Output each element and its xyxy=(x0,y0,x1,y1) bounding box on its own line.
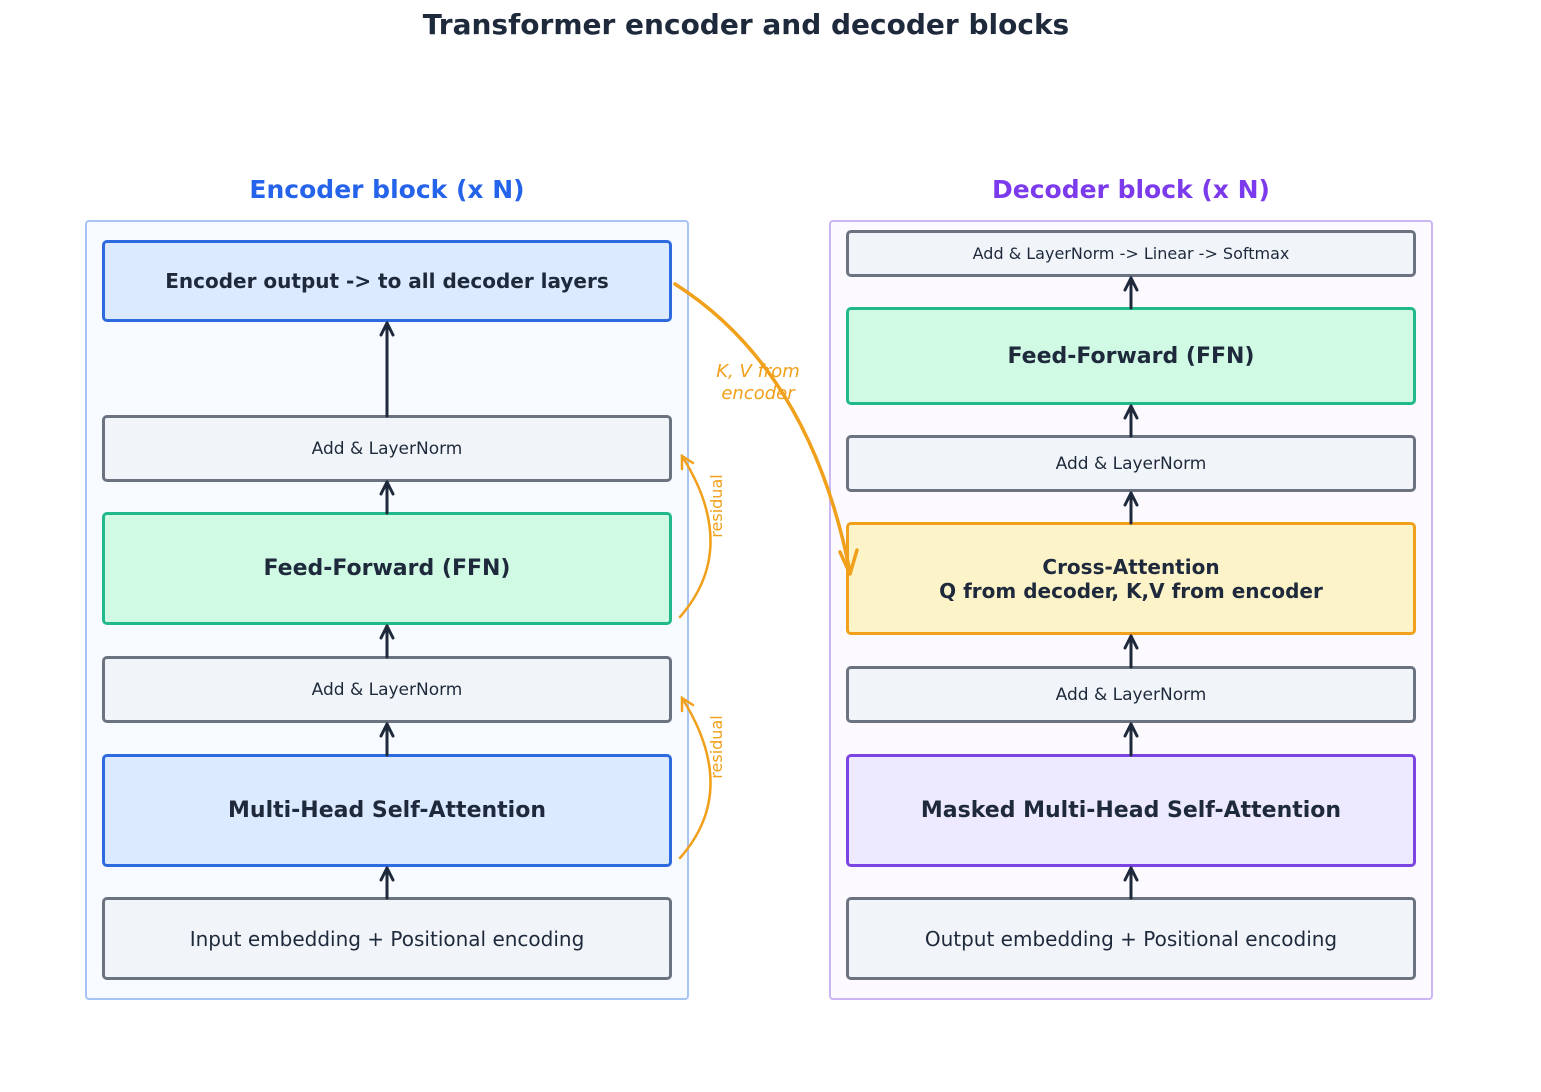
kv-label-line1: K, V from xyxy=(716,361,800,382)
encoder-ffn-box: Feed-Forward (FFN) xyxy=(102,512,672,625)
diagram-title: Transformer encoder and decoder blocks xyxy=(422,8,1070,41)
encoder-arrow-ffn-to-addnorm xyxy=(379,480,395,515)
residual-label-lower: residual xyxy=(707,715,726,778)
residual-arrow-lower xyxy=(678,695,712,860)
encoder-mhsa-box: Multi-Head Self-Attention xyxy=(102,754,672,867)
cross-attention-subtitle: Q from decoder, K,V from encoder xyxy=(939,578,1323,603)
decoder-cross-attention-box: Cross-Attention Q from decoder, K,V from… xyxy=(846,522,1416,635)
decoder-masked-mhsa-box: Masked Multi-Head Self-Attention xyxy=(846,754,1416,867)
encoder-arrow-mhsa-to-addnorm xyxy=(379,722,395,757)
decoder-input-box: Output embedding + Positional encoding xyxy=(846,897,1416,980)
encoder-output-box: Encoder output -> to all decoder layers xyxy=(102,240,672,322)
cross-attention-title: Cross-Attention xyxy=(1042,554,1220,579)
encoder-arrow-input-to-mhsa xyxy=(379,866,395,900)
residual-arrow-upper xyxy=(678,453,712,619)
decoder-arrow-addnorm-to-ffn xyxy=(1123,404,1139,438)
decoder-addnorm-top: Add & LayerNorm xyxy=(846,435,1416,492)
kv-label-line2: encoder xyxy=(721,383,796,404)
decoder-arrow-cross-to-addnorm xyxy=(1123,491,1139,525)
encoder-addnorm-bottom: Add & LayerNorm xyxy=(102,656,672,723)
decoder-arrow-ffn-to-head xyxy=(1123,276,1139,310)
decoder-arrow-input-to-masked xyxy=(1123,866,1139,900)
encoder-title: Encoder block (x N) xyxy=(249,175,525,204)
decoder-title: Decoder block (x N) xyxy=(992,175,1270,204)
kv-cross-arrow xyxy=(673,282,859,576)
decoder-output-head-box: Add & LayerNorm -> Linear -> Softmax xyxy=(846,230,1416,277)
encoder-arrow-addnorm-to-output xyxy=(379,321,395,418)
decoder-arrow-addnorm-to-cross xyxy=(1123,634,1139,669)
residual-label-upper: residual xyxy=(707,474,726,537)
encoder-arrow-addnorm-to-ffn xyxy=(379,624,395,659)
decoder-arrow-masked-to-addnorm xyxy=(1123,722,1139,757)
